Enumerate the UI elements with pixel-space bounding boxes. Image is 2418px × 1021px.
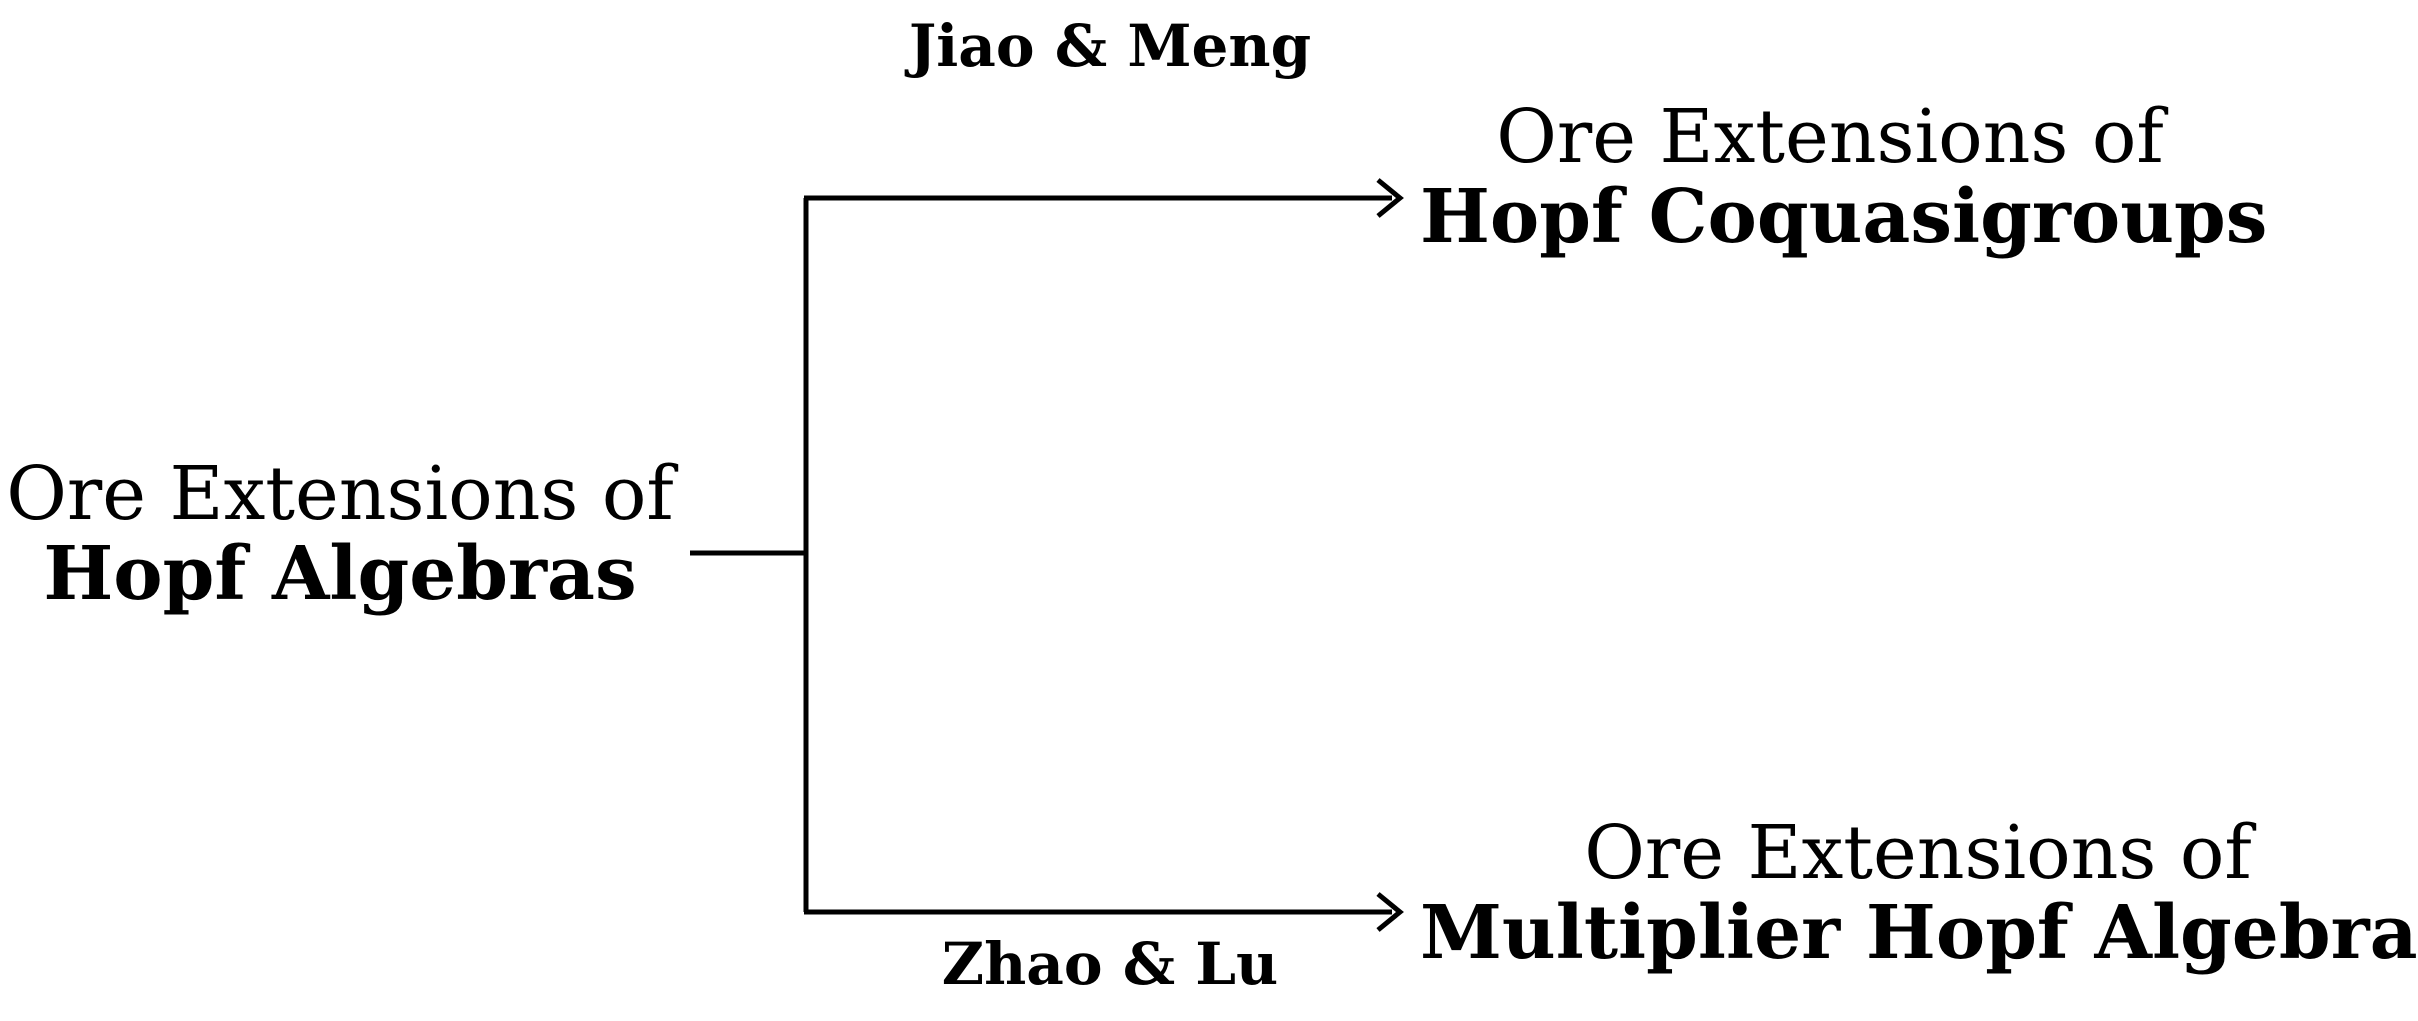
node-multiplier-line1: Ore Extensions of (1584, 810, 2252, 896)
node-coquasi-line2: Hopf Coquasigroups (1420, 173, 2268, 260)
edge-label-jiao-meng: Jiao & Meng (908, 12, 1312, 80)
node-source-line1: Ore Extensions of (6, 451, 674, 537)
node-hopf-algebras: Ore Extensions of Hopf Algebras (0, 451, 680, 617)
edge-label-zhao-lu: Zhao & Lu (941, 930, 1279, 998)
arrowhead-top-icon (1376, 178, 1404, 218)
node-multiplier-hopf-algebras: Ore Extensions of Multiplier Hopf Algebr… (1420, 810, 2418, 976)
node-coquasi-line1: Ore Extensions of (1496, 94, 2164, 180)
node-source-line2: Hopf Algebras (43, 530, 637, 617)
node-multiplier-line2: Multiplier Hopf Algebras (1420, 889, 2418, 976)
node-hopf-coquasigroups: Ore Extensions of Hopf Coquasigroups (1420, 94, 2268, 260)
arrowhead-bottom-icon (1376, 892, 1404, 932)
